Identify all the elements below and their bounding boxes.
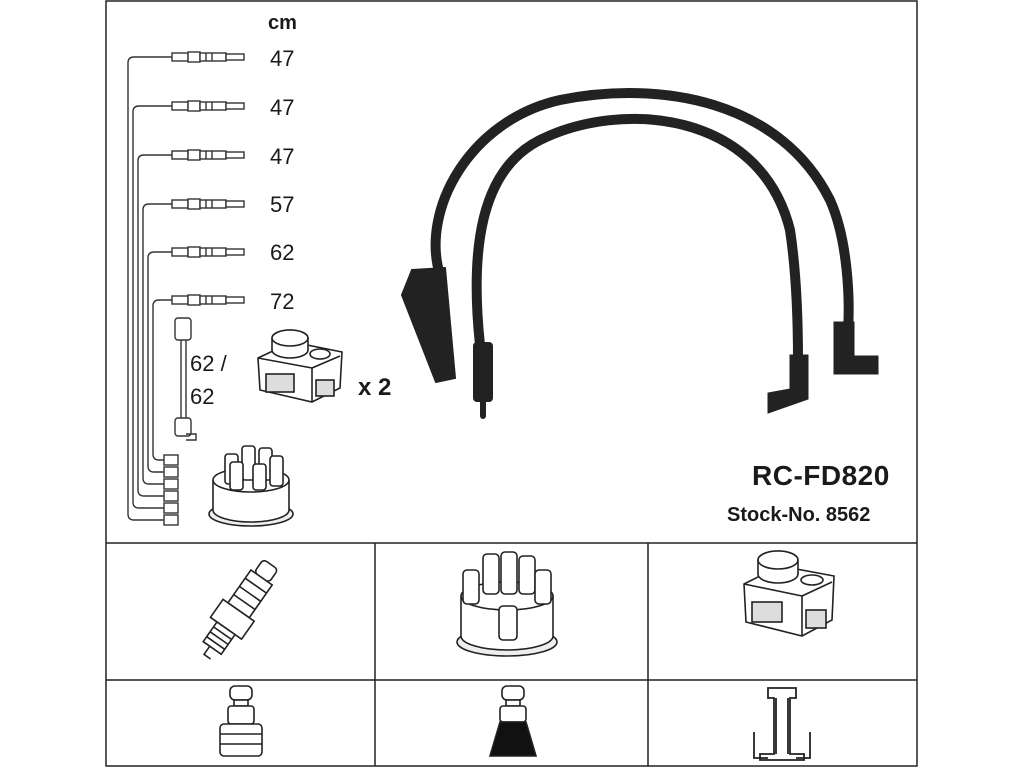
frame bbox=[105, 0, 918, 767]
cable-plug-connector bbox=[171, 100, 245, 112]
cable-plug-connector bbox=[171, 294, 245, 306]
stock-number: Stock-No. 8562 bbox=[727, 504, 871, 526]
ignition-cable bbox=[152, 299, 172, 461]
cable-cap-connector bbox=[163, 478, 179, 490]
cable-cap-connector bbox=[163, 514, 179, 526]
cable-length-label: 72 bbox=[270, 289, 295, 314]
coil-wire-length-label: 62 bbox=[190, 384, 215, 409]
cable-cap-connector bbox=[163, 466, 179, 478]
cable-length-label: 62 bbox=[270, 240, 295, 265]
cable-cap-connector bbox=[163, 490, 179, 502]
ignition-cable bbox=[142, 203, 172, 485]
coil-wire-length-label: 62 / bbox=[190, 351, 227, 376]
cable-plug-connector bbox=[171, 198, 245, 210]
coil-lead-drawing bbox=[174, 317, 197, 441]
ignition-cable bbox=[127, 56, 172, 521]
cable-length-label: 47 bbox=[270, 46, 295, 71]
cable-length-label: 47 bbox=[270, 144, 295, 169]
coil-quantity-label: x 2 bbox=[358, 374, 392, 401]
coil-terminal-icon bbox=[753, 687, 811, 761]
cable-length-label: 57 bbox=[270, 192, 295, 217]
ignition-cable bbox=[132, 105, 172, 509]
distributor-cap-icon bbox=[456, 551, 558, 657]
ignition-coil-icon bbox=[743, 550, 835, 637]
cable-plug-connector bbox=[171, 246, 245, 258]
ignition-cable-bundle bbox=[127, 51, 245, 526]
spark-plug-icon bbox=[202, 559, 278, 660]
ignition-coil-icon bbox=[257, 329, 343, 403]
unit-label: cm bbox=[268, 12, 297, 34]
cable-cap-connector bbox=[163, 454, 179, 466]
cable-length-label: 47 bbox=[270, 95, 295, 120]
plug-terminal-icon bbox=[219, 685, 263, 757]
ignition-cable bbox=[137, 154, 172, 497]
cable-plug-connector bbox=[171, 51, 245, 63]
distributor-cap-icon bbox=[208, 445, 294, 527]
cable-cap-connector bbox=[163, 502, 179, 514]
cap-terminal-icon bbox=[488, 685, 538, 757]
cable-plug-connector bbox=[171, 149, 245, 161]
ignition-cable bbox=[147, 251, 172, 473]
coil-cables-drawing bbox=[400, 88, 879, 419]
product-code: RC-FD820 bbox=[752, 460, 890, 491]
